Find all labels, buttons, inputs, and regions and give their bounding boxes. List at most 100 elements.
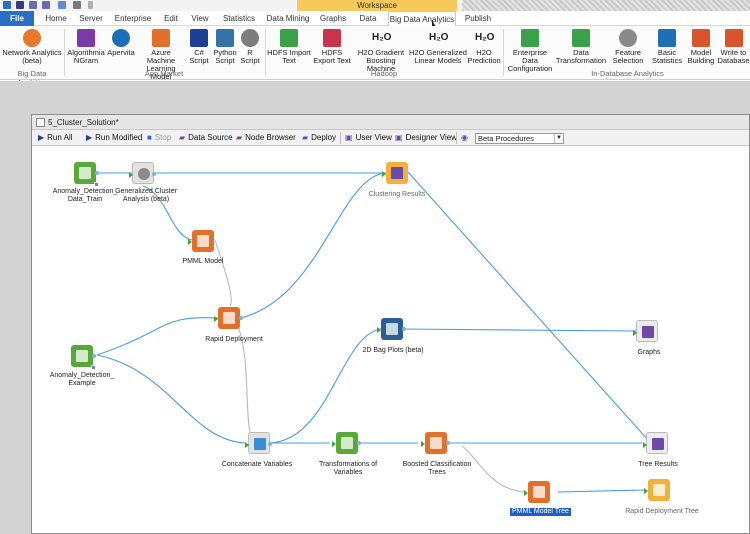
- tab-home[interactable]: Home: [45, 14, 67, 23]
- output-port[interactable]: [402, 327, 406, 331]
- node-tree-results[interactable]: [643, 432, 668, 454]
- enterprise-data-icon: [521, 29, 539, 47]
- tab-big-data-analytics[interactable]: Big Data Analytics: [388, 11, 456, 27]
- apervita-button[interactable]: Apervita: [106, 29, 136, 57]
- output-port[interactable]: [268, 442, 272, 446]
- print-icon[interactable]: [73, 1, 81, 9]
- input-port[interactable]: [524, 490, 528, 496]
- input-port[interactable]: [332, 441, 336, 447]
- tab-publish[interactable]: Publish: [464, 14, 492, 23]
- node-rapid-deployment[interactable]: [214, 307, 243, 329]
- algorithmia-ngram-button[interactable]: Algorithmia NGram: [66, 29, 106, 65]
- input-port[interactable]: [633, 330, 637, 336]
- tab-view[interactable]: View: [191, 14, 209, 23]
- window-title-bar[interactable]: 5_Cluster_Solution*: [32, 115, 749, 130]
- tab-file[interactable]: File: [0, 11, 34, 26]
- input-port[interactable]: [214, 316, 218, 322]
- tab-data-mining[interactable]: Data Mining: [266, 14, 310, 23]
- h2o-prediction-button[interactable]: H₂O H2O Prediction: [467, 29, 501, 65]
- h2o-icon: H₂O: [475, 32, 495, 43]
- node-transformations-of-variables[interactable]: [332, 432, 361, 454]
- node-rapid-deployment-tree[interactable]: [644, 479, 670, 501]
- hdfs-import-button[interactable]: HDFS Import Text: [267, 29, 311, 65]
- data-source-button[interactable]: ▰Data Source: [179, 130, 233, 146]
- write-to-database-button[interactable]: Write to Database: [717, 29, 750, 65]
- h2o-glm-button[interactable]: H₂O H2O Generalized Linear Models: [409, 29, 467, 65]
- tab-server[interactable]: Server: [79, 14, 103, 23]
- node-concatenate-variables[interactable]: [245, 432, 272, 454]
- hdfs-export-button[interactable]: HDFS Export Text: [311, 29, 353, 65]
- python-script-button[interactable]: Python Script: [212, 29, 238, 65]
- ribbon-label: Write to Database: [717, 48, 750, 65]
- output-port[interactable]: [92, 354, 96, 358]
- output-port[interactable]: [95, 171, 99, 175]
- procedures-select[interactable]: Beta Procedures ▼: [475, 133, 564, 144]
- ribbon-label: H2O Prediction: [467, 48, 501, 65]
- undo-icon[interactable]: [29, 1, 37, 9]
- dropdown-icon[interactable]: [88, 1, 93, 9]
- tab-statistics[interactable]: Statistics: [222, 14, 255, 23]
- ribbon-label: C# Script: [189, 48, 209, 65]
- deploy-button[interactable]: ▰Deploy: [302, 130, 336, 146]
- pmml-icon: [533, 486, 545, 498]
- stop-icon: ■: [147, 133, 152, 142]
- output-port[interactable]: [357, 441, 361, 445]
- tab-enterprise[interactable]: Enterprise: [114, 14, 152, 23]
- node-label-selected[interactable]: PMML Model Tree: [510, 508, 571, 516]
- stop-button[interactable]: ■Stop: [147, 130, 171, 146]
- node-badge: [91, 365, 96, 370]
- azure-ml-button[interactable]: Azure Machine Learning Model: [136, 29, 186, 81]
- input-port[interactable]: [643, 442, 647, 448]
- feature-selection-icon: [619, 29, 637, 47]
- data-transformation-button[interactable]: Data Transformation: [555, 29, 607, 65]
- group-app-market: App Market: [144, 69, 184, 78]
- run-modified-button[interactable]: ▶Run Modified: [86, 130, 142, 146]
- enterprise-data-config-button[interactable]: Enterprise Data Configuration: [505, 29, 555, 73]
- input-port[interactable]: [382, 171, 386, 177]
- h2o-gbm-button[interactable]: H₂O H2O Gradient Boosting Machine: [353, 29, 409, 73]
- output-port[interactable]: [152, 172, 156, 176]
- input-port[interactable]: [188, 239, 192, 245]
- r-script-button[interactable]: R Script: [238, 29, 262, 65]
- node-generalized-cluster-analysis[interactable]: [129, 162, 156, 184]
- node-graphs[interactable]: [633, 320, 658, 342]
- input-port[interactable]: [377, 327, 381, 333]
- feature-selection-button[interactable]: Feature Selection: [607, 29, 649, 65]
- node-pmml-model[interactable]: [188, 230, 214, 252]
- node-label: Transformations of Variables: [318, 461, 378, 476]
- model-building-button[interactable]: Model Building: [685, 29, 717, 65]
- run-all-button[interactable]: ▶Run All: [38, 130, 73, 146]
- procedures-select-value: Beta Procedures: [478, 134, 534, 143]
- user-view-label: User View: [355, 133, 392, 142]
- save-icon[interactable]: [16, 1, 24, 9]
- tab-graphs[interactable]: Graphs: [319, 14, 347, 23]
- input-port[interactable]: [245, 442, 249, 448]
- input-port[interactable]: [421, 441, 425, 447]
- node-browser-button[interactable]: ▰Node Browser: [236, 130, 296, 146]
- node-pmml-model-tree[interactable]: [524, 481, 550, 503]
- redo-icon[interactable]: [42, 1, 50, 9]
- ribbon-label: Network Analytics (beta): [2, 48, 62, 65]
- node-clustering-results[interactable]: [382, 162, 408, 184]
- tab-edit[interactable]: Edit: [164, 14, 178, 23]
- refresh-icon[interactable]: [58, 1, 66, 9]
- csharp-script-button[interactable]: C# Script: [186, 29, 212, 65]
- tab-data[interactable]: Data: [359, 14, 377, 23]
- node-2d-bag-plots[interactable]: [377, 318, 406, 340]
- node-label: Clustering Results: [368, 191, 426, 198]
- user-view-button[interactable]: ▣User View: [345, 130, 392, 146]
- input-port[interactable]: [644, 488, 648, 494]
- node-anomaly-detection-example[interactable]: [71, 345, 96, 370]
- input-port[interactable]: [129, 172, 133, 178]
- basic-statistics-button[interactable]: Basic Statistics: [649, 29, 685, 65]
- node-boosted-classification-trees[interactable]: [421, 432, 450, 454]
- designer-view-button[interactable]: ▣Designer View: [395, 130, 457, 146]
- output-port[interactable]: [446, 441, 450, 445]
- node-anomaly-detection-data-train[interactable]: [74, 162, 99, 187]
- network-analytics-button[interactable]: Network Analytics (beta): [2, 29, 62, 65]
- r-icon: [241, 29, 259, 47]
- folder-icon: ▰: [236, 133, 243, 142]
- output-port[interactable]: [239, 316, 243, 320]
- app-icon[interactable]: [3, 1, 11, 9]
- procedures-icon: ◉: [461, 133, 468, 142]
